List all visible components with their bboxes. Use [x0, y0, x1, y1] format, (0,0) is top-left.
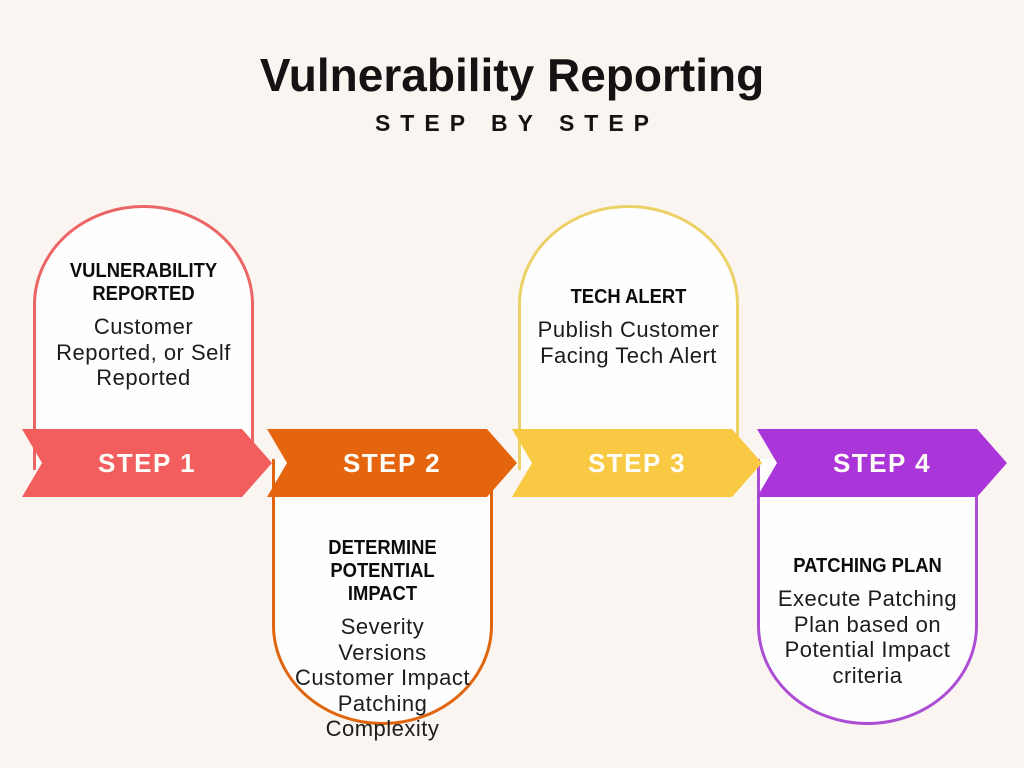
step-2-banner-label: STEP 2 [342, 447, 442, 478]
page-title: Vulnerability Reporting [259, 49, 765, 101]
step-1-description: Customer Reported, or Self Reported [56, 314, 231, 391]
step-3-description: Publish Customer Facing Tech Alert [537, 317, 720, 368]
step-2-card: DETERMINE POTENTIAL IMPACT Severity Vers… [272, 459, 493, 741]
step-3-heading: TECH ALERT [570, 286, 687, 308]
step-1-card: VULNERABILITY REPORTED Customer Reported… [33, 205, 254, 470]
step-3-banner-label: STEP 3 [587, 447, 687, 478]
step-1-banner-label: STEP 1 [97, 447, 197, 478]
page-subtitle: STEP BY STEP [374, 110, 660, 136]
step-1-banner: STEP 1 [22, 429, 272, 497]
step-2-banner: STEP 2 [267, 429, 517, 497]
step-4-banner-label: STEP 4 [832, 447, 932, 478]
step-1-heading: VULNERABILITY REPORTED [69, 260, 218, 305]
step-4-banner: STEP 4 [757, 429, 1007, 497]
step-2-heading: DETERMINE POTENTIAL IMPACT [328, 537, 437, 605]
step-3-card: TECH ALERT Publish Customer Facing Tech … [518, 205, 739, 470]
step-2-description: Severity Versions Customer Impact Patchi… [295, 614, 470, 742]
step-4-description: Execute Patching Plan based on Potential… [777, 586, 958, 688]
step-4-heading: PATCHING PLAN [793, 555, 942, 577]
step-3-banner: STEP 3 [512, 429, 762, 497]
step-4-card: PATCHING PLAN Execute Patching Plan base… [757, 459, 978, 725]
